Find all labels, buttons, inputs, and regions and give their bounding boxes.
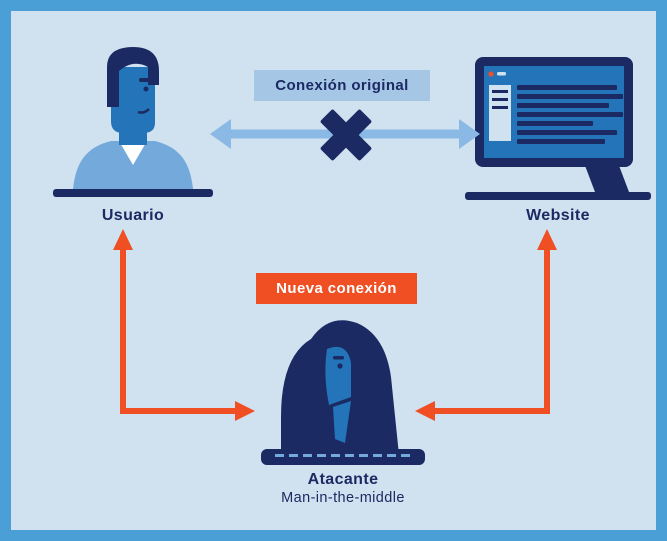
website-monitor-svg — [465, 57, 651, 200]
blocked-x-icon — [314, 103, 378, 167]
attacker-connection-arrows — [113, 229, 557, 421]
attacker-to-user-arrow — [120, 247, 237, 414]
user-icon-svg — [53, 47, 213, 197]
attacker-label: Atacante — [307, 471, 379, 488]
blocked-x-svg — [320, 109, 372, 161]
attacker-sublabel: Man-in-the-middle — [281, 490, 405, 506]
new-connection-label-box: Nueva conexión — [256, 273, 417, 304]
new-connection-label: Nueva conexión — [276, 280, 397, 297]
attacker-icon-svg — [261, 320, 425, 465]
website-label: Website — [526, 207, 590, 224]
attacker-icon — [253, 309, 433, 469]
user-label: Usuario — [101, 207, 165, 224]
user-icon — [53, 41, 213, 203]
attacker-to-website-arrow — [433, 247, 550, 414]
original-connection-label-box: Conexión original — [254, 70, 430, 101]
original-connection-label: Conexión original — [275, 77, 409, 94]
website-monitor-icon — [463, 57, 653, 203]
